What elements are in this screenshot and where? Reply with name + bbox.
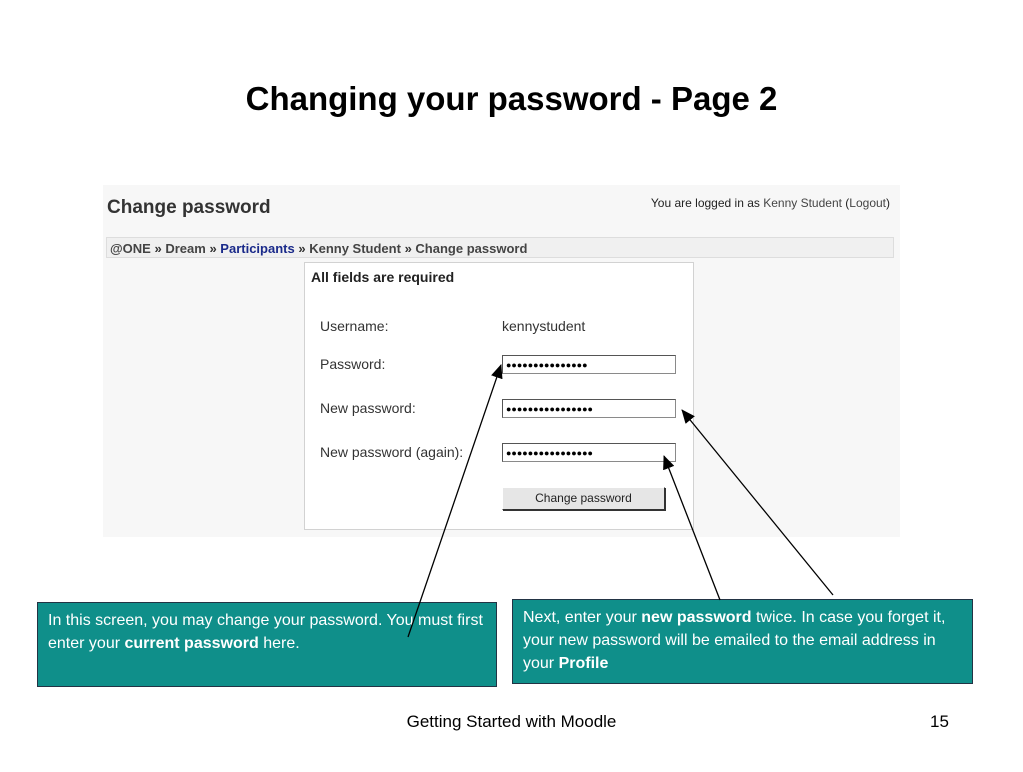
new-password-input[interactable]: ●●●●●●●●●●●●●●●● <box>502 399 676 418</box>
new-password-again-input[interactable]: ●●●●●●●●●●●●●●●● <box>502 443 676 462</box>
username-value: kennystudent <box>502 318 586 334</box>
login-info: You are logged in as Kenny Student (Logo… <box>651 196 890 210</box>
required-note: All fields are required <box>311 269 455 285</box>
arrow-to-password <box>407 364 503 638</box>
new-password-label: New password: <box>320 400 416 416</box>
password-input[interactable]: ●●●●●●●●●●●●●●● <box>502 355 676 374</box>
arrow-to-new-password-again <box>663 455 721 601</box>
moodle-screenshot: Change password You are logged in as Ken… <box>103 185 900 537</box>
login-prefix: You are logged in as <box>650 196 760 210</box>
breadcrumb-separator: » <box>154 241 162 256</box>
callout-right-bold-2: Profile <box>558 655 609 672</box>
breadcrumb-separator: » <box>209 241 217 256</box>
callout-right-text: Next, enter your <box>523 609 642 626</box>
new-password-again-label: New password (again): <box>320 444 464 460</box>
breadcrumb-item-home[interactable]: @ONE <box>110 241 151 256</box>
user-link[interactable]: Kenny Student <box>763 196 842 210</box>
paren-open: ( <box>845 196 850 210</box>
breadcrumb-item-course[interactable]: Dream <box>165 241 206 256</box>
change-password-form: All fields are required Username: kennys… <box>304 262 694 530</box>
callout-current-password: In this screen, you may change your pass… <box>37 602 497 687</box>
callout-left-bold: current password <box>124 635 259 652</box>
callout-new-password: Next, enter your new password twice. In … <box>512 599 973 684</box>
breadcrumb-item-current: Change password <box>415 241 528 256</box>
callout-left-text: In this screen, you may change your pass… <box>48 612 483 652</box>
slide-title: Changing your password - Page 2 <box>245 80 778 117</box>
logout-link[interactable]: Logout <box>849 196 886 210</box>
callout-left-end: here. <box>258 635 300 652</box>
page-title: Change password <box>107 197 271 218</box>
callout-right-bold-1: new password <box>641 609 752 626</box>
breadcrumb-separator: » <box>404 241 412 256</box>
breadcrumb-item-user[interactable]: Kenny Student <box>309 241 401 256</box>
callout-right-mid: twice. In case you forget it, your new p… <box>523 609 946 672</box>
password-label: Password: <box>320 356 386 372</box>
breadcrumb-separator: » <box>298 241 306 256</box>
paren-close: ) <box>886 196 890 210</box>
arrow-to-new-password <box>681 409 834 596</box>
slide-page-number: 15 <box>930 712 949 731</box>
username-label: Username: <box>320 318 389 334</box>
breadcrumb: @ONE » Dream » Participants » Kenny Stud… <box>106 237 894 258</box>
change-password-button[interactable]: Change password <box>502 487 665 510</box>
breadcrumb-item-participants[interactable]: Participants <box>220 241 295 256</box>
slide-footer: Getting Started with Moodle <box>406 712 617 731</box>
